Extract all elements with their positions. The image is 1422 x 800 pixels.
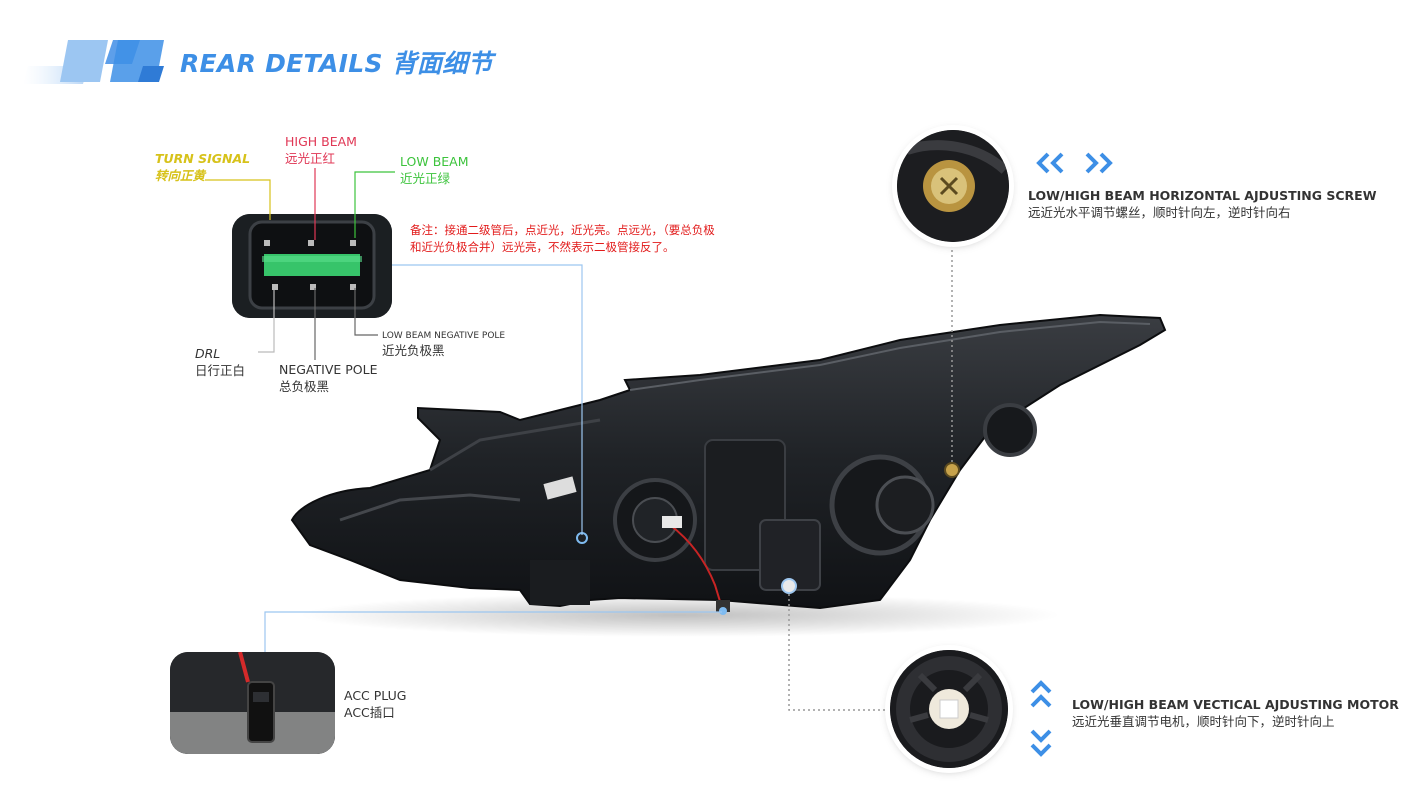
double-chevron-right-icon [1085, 152, 1113, 174]
vertical-motor-label: LOW/HIGH BEAM VECTICAL AJDUSTING MOTOR 远… [1072, 697, 1399, 729]
double-chevron-up-icon [1030, 680, 1052, 708]
acc-plug-label: ACC PLUG ACC插口 [344, 688, 407, 720]
high-beam-label: HIGH BEAM 远光正红 [285, 134, 357, 166]
drl-label: DRL 日行正白 [195, 346, 246, 378]
wiring-note: 备注：接通二级管后，点近光，近光亮。点远光，（要总负极 和近光负极合并）远光亮，… [410, 223, 715, 254]
double-chevron-down-icon [1030, 729, 1052, 757]
double-chevron-left-icon [1036, 152, 1064, 174]
horizontal-screw-label: LOW/HIGH BEAM HORIZONTAL AJDUSTING SCREW… [1028, 188, 1377, 220]
acc-plug-photo [170, 652, 335, 754]
low-beam-negative-label: LOW BEAM NEGATIVE POLE 近光负极黑 [382, 331, 506, 358]
header-logo-icon [23, 40, 164, 84]
turn-signal-label: TURN SIGNAL 转向正黄 [155, 151, 251, 183]
page-title: REAR DETAILS 背面细节 [180, 49, 493, 78]
connector-photo [232, 214, 392, 318]
vertical-motor-photo [890, 650, 1008, 768]
horizontal-screw-photo [897, 130, 1009, 242]
low-beam-label: LOW BEAM 近光正绿 [400, 154, 469, 186]
negative-pole-label: NEGATIVE POLE 总负极黑 [279, 362, 378, 394]
